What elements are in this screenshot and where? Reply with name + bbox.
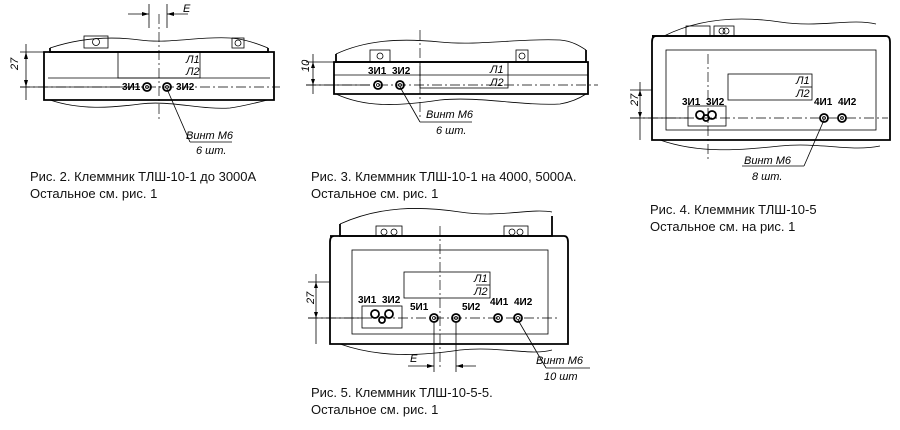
fig5-screw-label: Винт М6 — [536, 355, 584, 367]
fig2-caption: Рис. 2. Клеммник ТЛШ-10-1 до 3000А Остал… — [30, 168, 256, 202]
fig5-dim-27: 27 — [305, 291, 317, 305]
fig4-terminal-4i2: 4И2 — [838, 97, 857, 108]
fig4-screw-label: Винт М6 — [744, 155, 792, 167]
fig2-l2: Л2 — [185, 66, 200, 78]
figure-3 — [306, 30, 598, 123]
fig5-caption-line2: Остальное см. рис. 1 — [311, 402, 439, 417]
screw-3i2 — [162, 82, 172, 92]
fig2-dim-27: 27 — [9, 57, 21, 71]
fig3-l2: Л2 — [489, 77, 504, 89]
figure-4 — [630, 18, 891, 167]
fig2-terminal-3i2: 3И2 — [176, 82, 195, 93]
fig5-terminal-3i2: 3И2 — [382, 295, 401, 306]
fig3-terminal-3i2: 3И2 — [392, 66, 411, 77]
fig5-screw-qty: 10 шт — [544, 371, 578, 383]
fig3-l1: Л1 — [489, 64, 504, 76]
fig2-terminal-3i1: 3И1 — [122, 82, 141, 93]
figure-2 — [20, 4, 280, 143]
fig5-dim-e: E — [410, 353, 418, 365]
fig4-caption: Рис. 4. Клеммник ТЛШ-10-5 Остальное см. … — [650, 201, 817, 235]
fig2-screw-qty: 6 шт. — [196, 145, 226, 157]
fig3-screw-qty: 6 шт. — [436, 125, 466, 137]
fig5-terminal-5i1: 5И1 — [410, 302, 429, 313]
fig4-caption-line2: Остальное см. на рис. 1 — [650, 219, 796, 234]
fig5-terminal-4i1: 4И1 — [490, 297, 509, 308]
fig4-screw-qty: 8 шт. — [752, 171, 782, 183]
figure-5 — [308, 208, 590, 372]
fig4-l1: Л1 — [795, 75, 810, 87]
fig3-dim-10: 10 — [300, 59, 312, 72]
fig5-l2: Л2 — [473, 286, 488, 298]
fig3-caption-line1: Рис. 3. Клеммник ТЛШ-10-1 на 4000, 5000А… — [311, 169, 577, 184]
fig5-terminal-4i2: 4И2 — [514, 297, 533, 308]
fig2-caption-line2: Остальное см. рис. 1 — [30, 186, 158, 201]
fig4-terminal-3i1: 3И1 — [682, 97, 701, 108]
fig2-caption-line1: Рис. 2. Клеммник ТЛШ-10-1 до 3000А — [30, 169, 257, 184]
fig5-terminal-3i1: 3И1 — [358, 295, 377, 306]
fig4-l2: Л2 — [795, 88, 810, 100]
screw-3i1 — [142, 82, 152, 92]
fig5-caption-line1: Рис. 5. Клеммник ТЛШ-10-5-5. — [311, 385, 493, 400]
fig3-terminal-3i1: 3И1 — [368, 66, 387, 77]
fig2-screw-label: Винт М6 — [186, 130, 234, 142]
fig4-dim-27: 27 — [629, 93, 641, 107]
fig4-caption-line1: Рис. 4. Клеммник ТЛШ-10-5 — [650, 202, 817, 217]
fig4-terminal-3i2: 3И2 — [706, 97, 725, 108]
fig3-caption: Рис. 3. Клеммник ТЛШ-10-1 на 4000, 5000А… — [311, 168, 577, 202]
fig2-dim-e: E — [183, 3, 191, 15]
fig4-terminal-4i1: 4И1 — [814, 97, 833, 108]
fig5-caption: Рис. 5. Клеммник ТЛШ-10-5-5. Остальное с… — [311, 384, 493, 418]
fig5-l1: Л1 — [473, 273, 488, 285]
fig3-caption-line2: Остальное см. рис. 1 — [311, 186, 439, 201]
fig5-terminal-5i2: 5И2 — [462, 302, 481, 313]
fig2-l1: Л1 — [185, 54, 200, 66]
fig3-screw-label: Винт М6 — [426, 109, 474, 121]
